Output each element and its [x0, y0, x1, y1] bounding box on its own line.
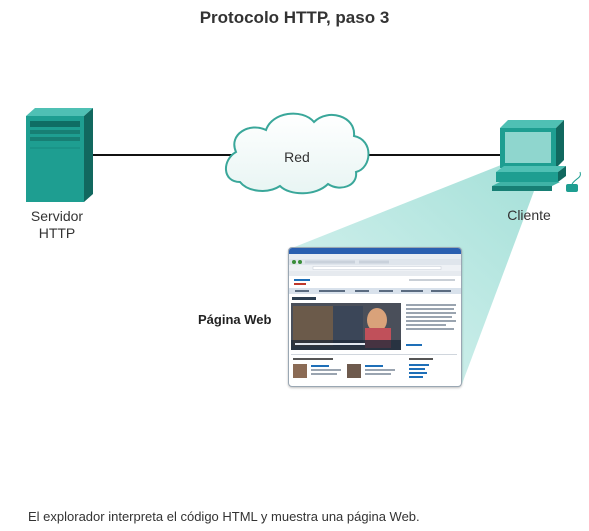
- client-label: Cliente: [507, 207, 551, 223]
- server-label: Servidor HTTP: [30, 208, 84, 241]
- client-computer-icon: [492, 120, 581, 192]
- network-label: Red: [284, 149, 310, 165]
- network-cloud-icon: [225, 112, 370, 195]
- diagram-title: Protocolo HTTP, paso 3: [199, 8, 390, 27]
- caption-text: El explorador interpreta el código HTML …: [28, 509, 420, 524]
- webpage-label: Página Web: [198, 312, 272, 327]
- web-page-thumbnail: [288, 247, 462, 387]
- web-page-thumbnail-art: [289, 248, 461, 378]
- server-icon: [26, 108, 93, 202]
